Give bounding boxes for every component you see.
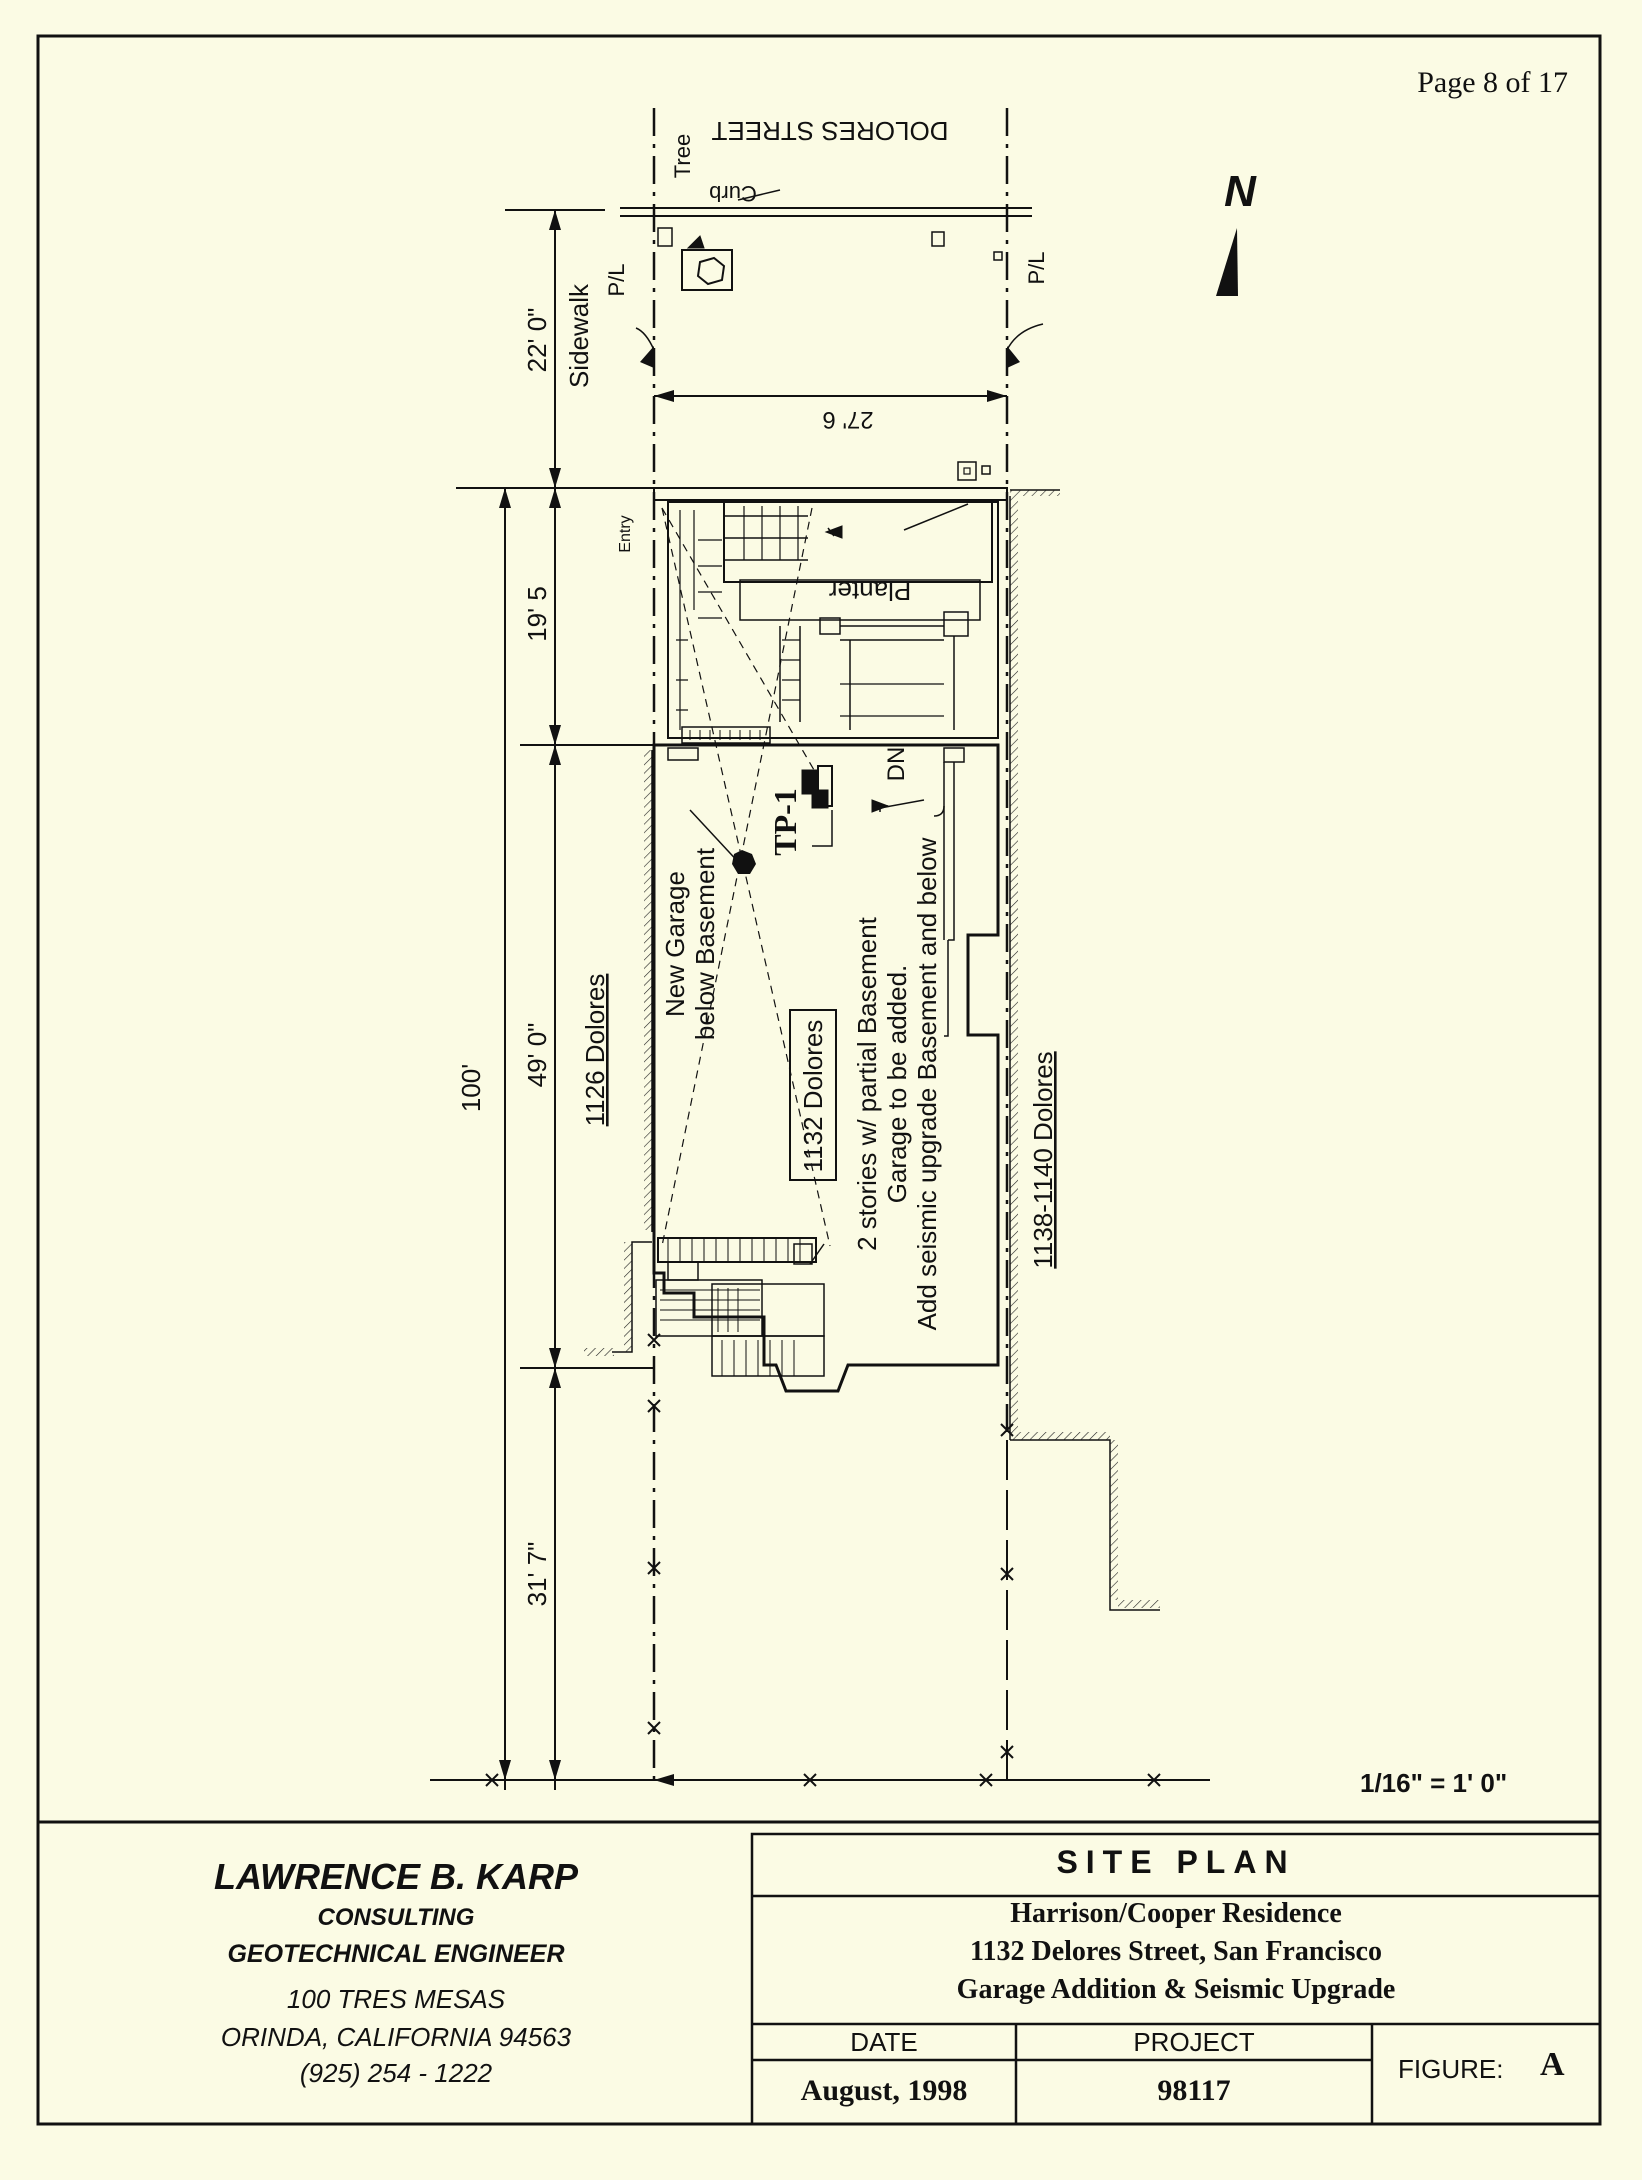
house-note-3: Add seismic upgrade Basement and below [912,837,942,1330]
front-setback-dimension: 19' 5 [522,586,552,642]
lot-depth-dimension: 100' [456,1064,486,1112]
neighbor-left-address: 1126 Dolores [580,974,610,1127]
engineer-line-1: CONSULTING [317,1904,475,1931]
neighbor-wall-left [584,750,653,1356]
page-number: Page 8 of 17 [1417,66,1568,99]
property-line-label-left: P/L [604,263,629,296]
engineer-phone: (925) 254 - 1222 [299,2058,493,2088]
date-value: August, 1998 [800,2074,968,2107]
project-header: PROJECT [1133,2027,1255,2057]
building-depth-dimension: 49' 0" [522,1023,552,1088]
new-garage-label-2: below Basement [690,847,720,1040]
project-line-2: 1132 Delores Street, San Francisco [970,1936,1382,1967]
sidewalk-label: Sidewalk [564,283,594,388]
lot-width-dimension: 27' 6 [822,406,873,433]
north-arrow-icon: N [1216,167,1257,296]
street-name: DOLORES STREET [711,116,948,146]
drawing-title: SITE PLAN [1056,1844,1296,1880]
neighbor-wall-right [1009,489,1160,1611]
dimension-chain [430,209,1210,1790]
planter-label: Planter [828,576,911,606]
tree-label: Tree [670,134,695,178]
fence-markers [485,1333,1161,1787]
project-number: 98117 [1157,2074,1231,2107]
building-footprint [652,487,1008,1393]
rear-yard-dimension: 31' 7" [522,1542,552,1607]
figure-value: A [1540,2046,1565,2083]
neighbor-right-address: 1138-1140 Dolores [1028,1051,1058,1268]
project-line-1: Harrison/Cooper Residence [1010,1898,1342,1929]
main-address-label: 1132 Dolores [798,1020,828,1173]
house-note-1: 2 stories w/ partial Basement [852,916,882,1251]
engineer-address-2: ORINDA, CALIFORNIA 94563 [220,2022,572,2052]
house-note-2: Garage to be added. [882,965,912,1204]
new-garage-label-1: New Garage [660,871,690,1017]
project-line-3: Garage Addition & Seismic Upgrade [956,1974,1396,2005]
street-area [620,108,1044,1780]
engineer-address-1: 100 TRES MESAS [286,1984,506,2014]
engineer-name: LAWRENCE B. KARP [213,1856,579,1897]
test-pit-marker-icon [732,850,756,874]
down-label: DN [883,747,910,782]
entry-label: Entry [617,515,634,552]
title-block-grid [750,1832,1602,2126]
property-line-label-right: P/L [1024,251,1049,284]
sidewalk-dimension: 22' 0" [522,308,552,373]
figure-label: FIGURE: [1398,2054,1504,2084]
curb-label: Curb [709,181,757,206]
engineer-line-2: GEOTECHNICAL ENGINEER [227,1940,565,1968]
date-header: DATE [850,2027,918,2057]
address-box [789,1009,837,1181]
north-label: N [1224,167,1257,216]
scale-label: 1/16" = 1' 0" [1360,1768,1507,1798]
test-pit-label: TP-1 [767,788,803,856]
